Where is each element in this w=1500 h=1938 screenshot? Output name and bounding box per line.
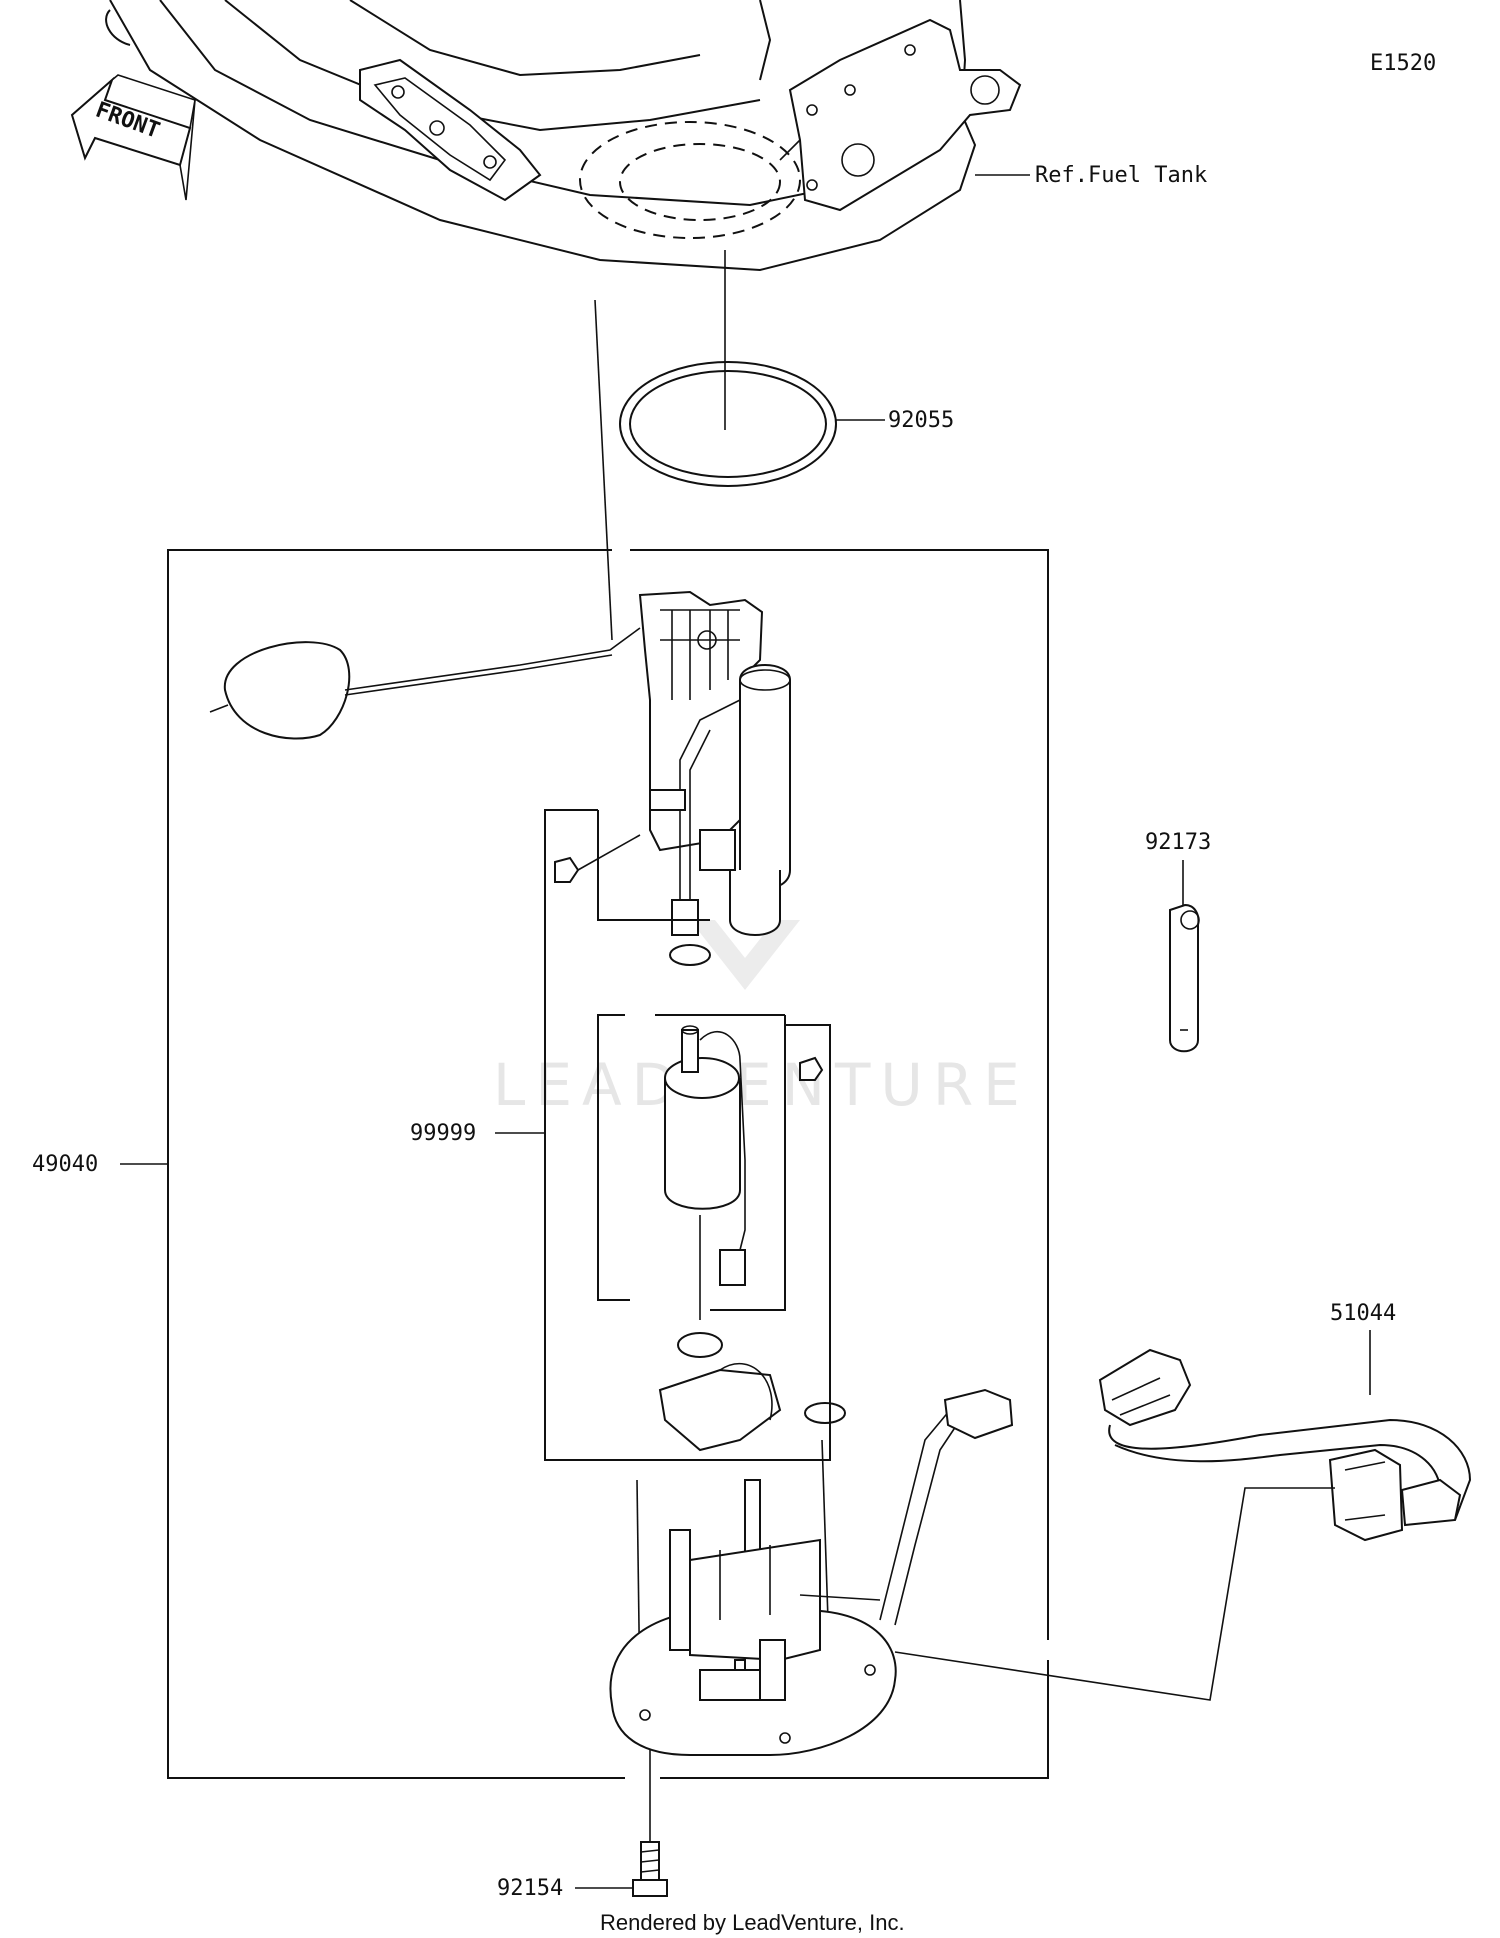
diagram-code: E1520 [1370, 51, 1436, 76]
bolt-icon [632, 1841, 668, 1897]
bolt-part-number: 92154 [497, 1876, 563, 1901]
front-arrow-icon: FRONT [70, 74, 196, 201]
fuel-pump-motor [664, 1025, 746, 1320]
fuel-hose [1098, 1348, 1472, 1542]
fuel-pump-flange [609, 1388, 1014, 1756]
watermark: LEADVENTURE [493, 920, 1030, 1119]
fuel-pump-module-upper [638, 590, 791, 936]
gasket-o-ring [619, 361, 837, 487]
fuel-pump-base [658, 1332, 782, 1452]
small-o-ring [669, 944, 711, 966]
svg-text:LEADVENTURE: LEADVENTURE [493, 1051, 1030, 1119]
fuel-tank [105, 0, 1022, 272]
screw-icon [799, 1056, 824, 1081]
sub-assembly-part-number: 99999 [410, 1121, 476, 1146]
ref-fuel-tank-label: Ref.Fuel Tank [1035, 163, 1207, 188]
gasket-part-number: 92055 [888, 408, 954, 433]
band-strap [1169, 903, 1200, 1053]
footer-credit: Rendered by LeadVenture, Inc. [600, 1910, 905, 1935]
hose-part-number: 51044 [1330, 1301, 1396, 1326]
fuel-level-float [209, 627, 641, 740]
screw-icon [554, 834, 641, 883]
small-o-ring [804, 1402, 846, 1424]
fuel-pump-assembly-part-number: 49040 [32, 1152, 98, 1177]
band-part-number: 92173 [1145, 830, 1211, 855]
